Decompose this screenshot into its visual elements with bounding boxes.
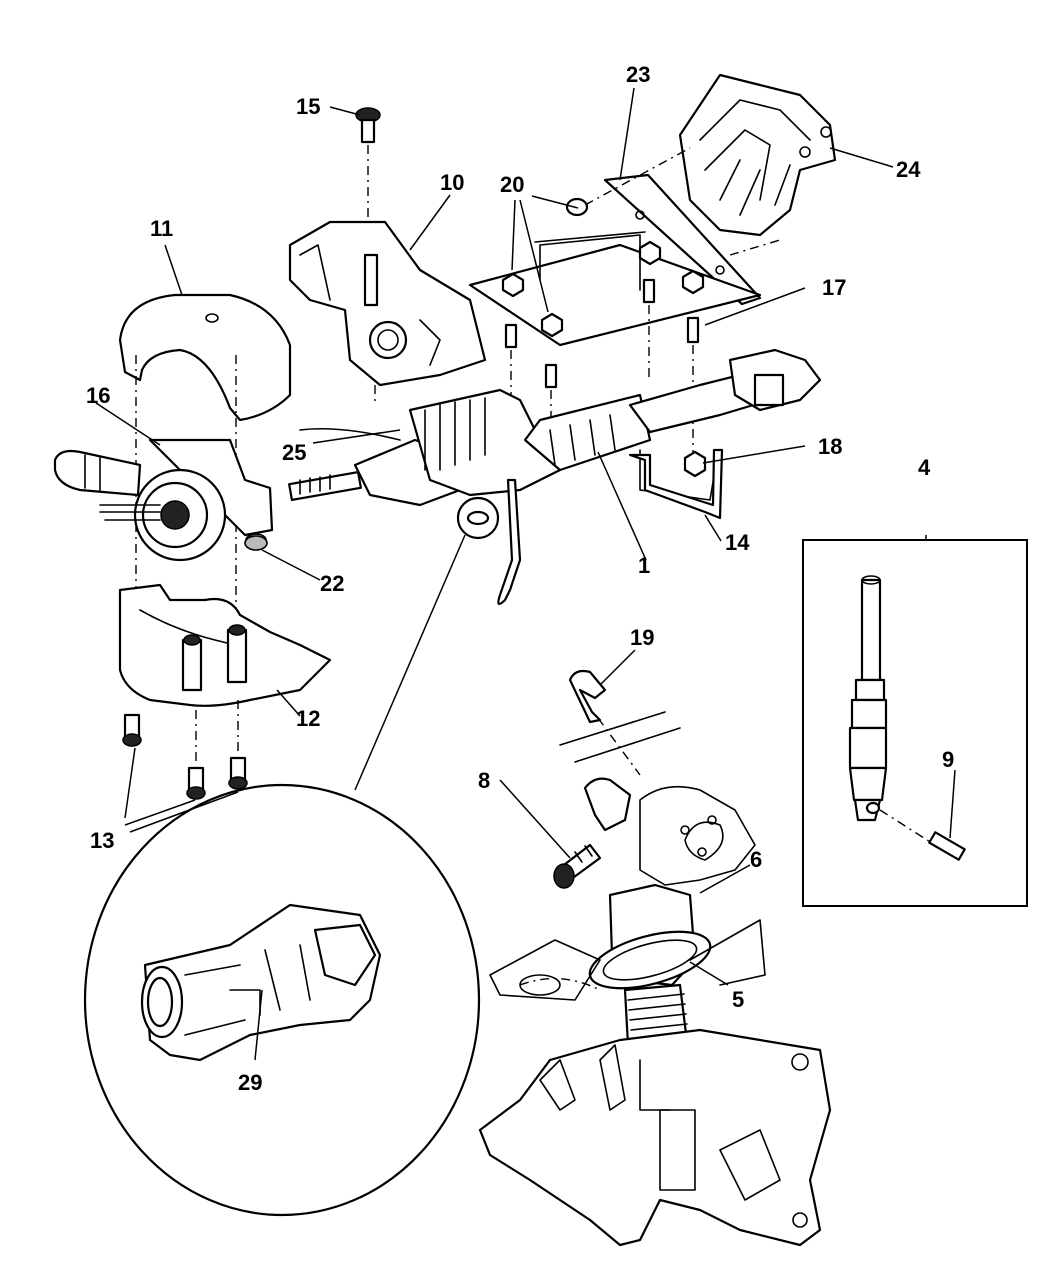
callout-10: 10 bbox=[440, 170, 464, 195]
part-19-clip bbox=[568, 669, 641, 776]
callout-14: 14 bbox=[725, 530, 750, 555]
part-29-ignition-housing bbox=[140, 903, 382, 1062]
part-13-screws bbox=[122, 700, 248, 800]
leader-lines bbox=[95, 87, 956, 1061]
callout-1: 1 bbox=[638, 553, 650, 578]
callout-20: 20 bbox=[500, 172, 524, 197]
part-6-firewall-area bbox=[559, 711, 756, 886]
callout-24: 24 bbox=[896, 157, 921, 182]
part-10-upper-shroud bbox=[288, 220, 487, 405]
detail-circle bbox=[83, 534, 481, 1217]
part-16-multifunction-switch bbox=[53, 438, 274, 562]
callout-17: 17 bbox=[822, 275, 846, 300]
part-1-steering-column bbox=[288, 348, 822, 606]
inset-box-part-4 bbox=[802, 539, 1028, 907]
callout-18: 18 bbox=[818, 434, 842, 459]
callout-15: 15 bbox=[296, 94, 320, 119]
floor-crossmember bbox=[478, 939, 832, 1247]
part-14-link-rod bbox=[628, 448, 724, 520]
part-18-nut bbox=[683, 450, 707, 478]
callout-16: 16 bbox=[86, 383, 110, 408]
callout-5: 5 bbox=[732, 987, 744, 1012]
part-8-bolt bbox=[553, 777, 632, 889]
part-12-lower-cover bbox=[118, 583, 332, 707]
part-9-pin bbox=[879, 809, 966, 861]
callout-9: 9 bbox=[942, 747, 954, 772]
part-22-nut bbox=[244, 535, 268, 551]
part-24-bracket bbox=[678, 73, 837, 237]
callout-6: 6 bbox=[750, 847, 762, 872]
callout-11: 11 bbox=[150, 216, 173, 241]
callout-8: 8 bbox=[478, 768, 490, 793]
part-5-boot bbox=[588, 883, 766, 1060]
callout-25: 25 bbox=[282, 440, 306, 465]
callout-22: 22 bbox=[320, 571, 344, 596]
callout-labels: 1 4 5 6 8 9 10 11 12 13 14 15 16 17 18 1… bbox=[86, 62, 954, 1095]
callout-29: 29 bbox=[238, 1070, 262, 1095]
part-4-intermediate-shaft bbox=[848, 575, 888, 822]
callout-12: 12 bbox=[296, 706, 320, 731]
callout-23: 23 bbox=[626, 62, 650, 87]
part-20-nuts-and-plate bbox=[468, 197, 762, 347]
callout-4: 4 bbox=[918, 455, 931, 480]
part-23-plate bbox=[584, 147, 781, 306]
callout-19: 19 bbox=[630, 625, 654, 650]
callout-13: 13 bbox=[90, 828, 114, 853]
